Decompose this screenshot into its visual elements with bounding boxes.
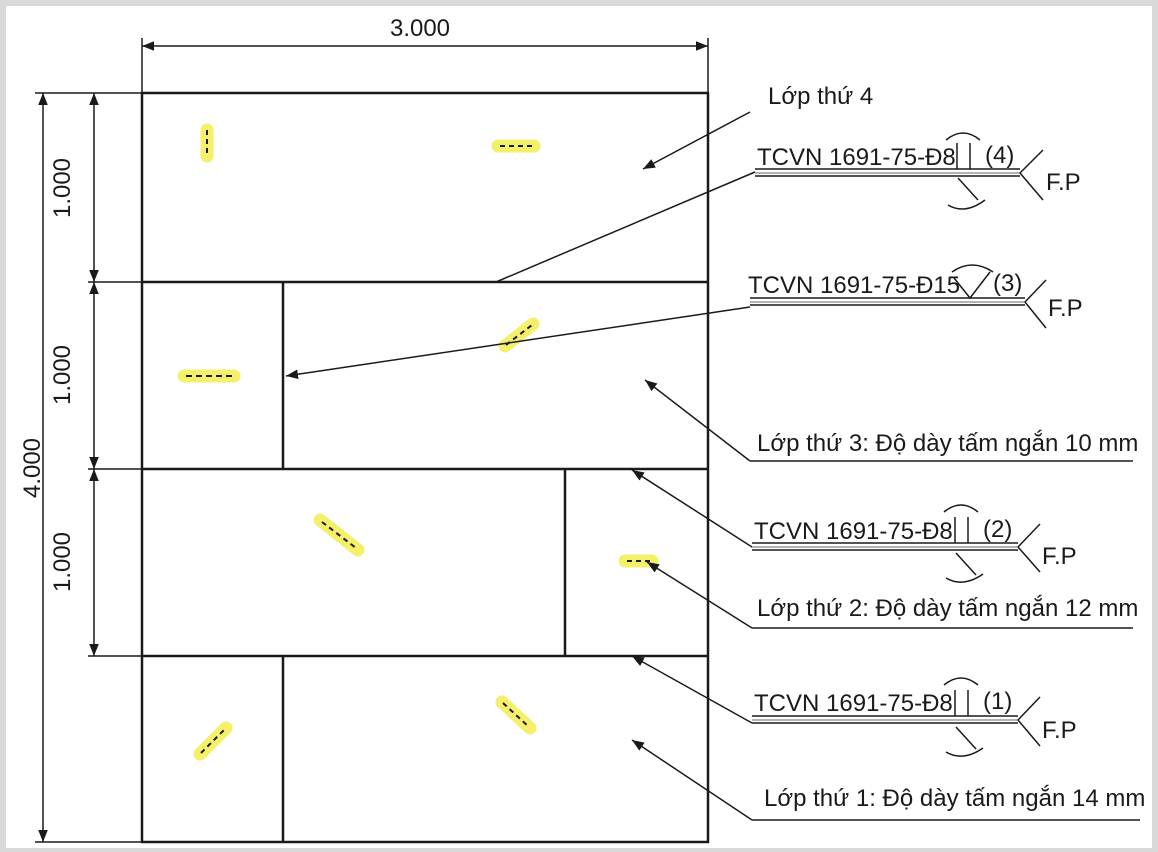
layer-height-dimensions (88, 93, 142, 657)
total-height-dimension (35, 92, 142, 843)
tack-mark (313, 513, 365, 557)
paper-background (6, 6, 1152, 848)
layer4-height-label: 1.000 (49, 158, 76, 218)
layer2-label: Lớp thứ 2: Độ dày tấm ngắn 12 mm (757, 595, 1138, 622)
weld-1-note: F.P (1042, 717, 1077, 744)
layer2-height-label: 1.000 (49, 532, 76, 592)
layer1-label: Lớp thứ 1: Độ dày tấm ngắn 14 mm (764, 785, 1145, 812)
weld-4-spec: TCVN 1691-75-Đ8 (757, 144, 956, 171)
tack-mark (193, 721, 233, 761)
weld-1-number: (1) (983, 688, 1012, 715)
weld-symbol-4 (755, 132, 1044, 210)
tack-mark (495, 695, 537, 735)
width-dimension-label: 3.000 (390, 15, 450, 42)
plate-grid (140, 91, 710, 844)
weld-3-number: (3) (993, 270, 1022, 297)
weld-2-spec: TCVN 1691-75-Đ8 (754, 518, 953, 545)
weld-3-note: F.P (1048, 295, 1083, 322)
label-underlines (750, 460, 1140, 821)
weld-symbol-1 (752, 677, 1041, 757)
layer3-label: Lớp thứ 3: Độ dày tấm ngắn 10 mm (757, 430, 1138, 457)
weld-4-number: (4) (985, 142, 1014, 169)
weld-4-note: F.P (1046, 169, 1081, 196)
weld-1-spec: TCVN 1691-75-Đ8 (754, 690, 953, 717)
leader-lines (285, 111, 756, 821)
width-dimension (141, 38, 709, 92)
weld-symbol-3 (750, 264, 1047, 329)
weld-3-spec: TCVN 1691-75-Đ15 (748, 272, 960, 299)
tack-weld-marks (177, 123, 659, 761)
weld-2-number: (2) (983, 516, 1012, 543)
weld-symbol-2 (752, 504, 1041, 583)
weld-2-note: F.P (1042, 543, 1077, 570)
layer4-label: Lớp thứ 4 (768, 83, 873, 110)
layer3-height-label: 1.000 (49, 345, 76, 405)
total-height-label: 4.000 (19, 438, 46, 498)
